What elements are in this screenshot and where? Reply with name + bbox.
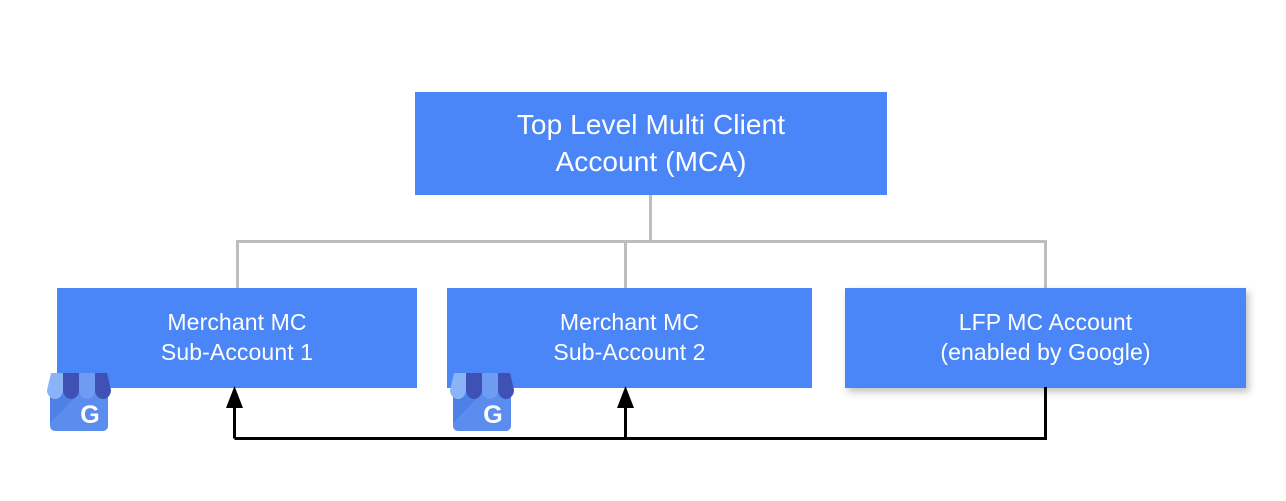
node-sub1-line-1: Merchant MC <box>167 309 307 336</box>
node-top-line-1: Top Level Multi Client <box>516 109 786 141</box>
connector-horizontal-bar <box>236 240 1047 243</box>
google-my-business-icon: G <box>450 373 514 431</box>
svg-text:G: G <box>80 401 99 429</box>
node-sub2-line-2: Sub-Account 2 <box>553 339 706 365</box>
node-top-level-mca[interactable]: Top Level Multi Client Account (MCA) <box>415 92 887 195</box>
connector-drop-lfp <box>1044 240 1047 288</box>
gmb-letter-g: G <box>80 401 99 429</box>
connector-top-stem <box>649 195 652 242</box>
node-merchant-mc-sub-account-1[interactable]: Merchant MC Sub-Account 1 <box>57 288 417 388</box>
node-lfp-line-2: (enabled by Google) <box>940 339 1151 365</box>
gmb-letter-g: G <box>483 401 502 429</box>
connector-drop-sub-account-1 <box>236 240 239 288</box>
node-lfp-line-1: LFP MC Account <box>958 309 1133 336</box>
node-top-line-2: Account (MCA) <box>555 145 747 177</box>
node-lfp-mc-account[interactable]: LFP MC Account (enabled by Google) <box>845 288 1246 388</box>
feedback-arrow-connector <box>226 386 1047 440</box>
connector-drop-sub-account-2 <box>624 240 627 288</box>
node-sub2-line-1: Merchant MC <box>559 309 700 336</box>
node-sub1-line-2: Sub-Account 1 <box>160 339 314 365</box>
google-my-business-icon: G <box>47 373 111 431</box>
svg-text:G: G <box>483 401 502 429</box>
node-merchant-mc-sub-account-2[interactable]: Merchant MC Sub-Account 2 <box>447 288 812 388</box>
